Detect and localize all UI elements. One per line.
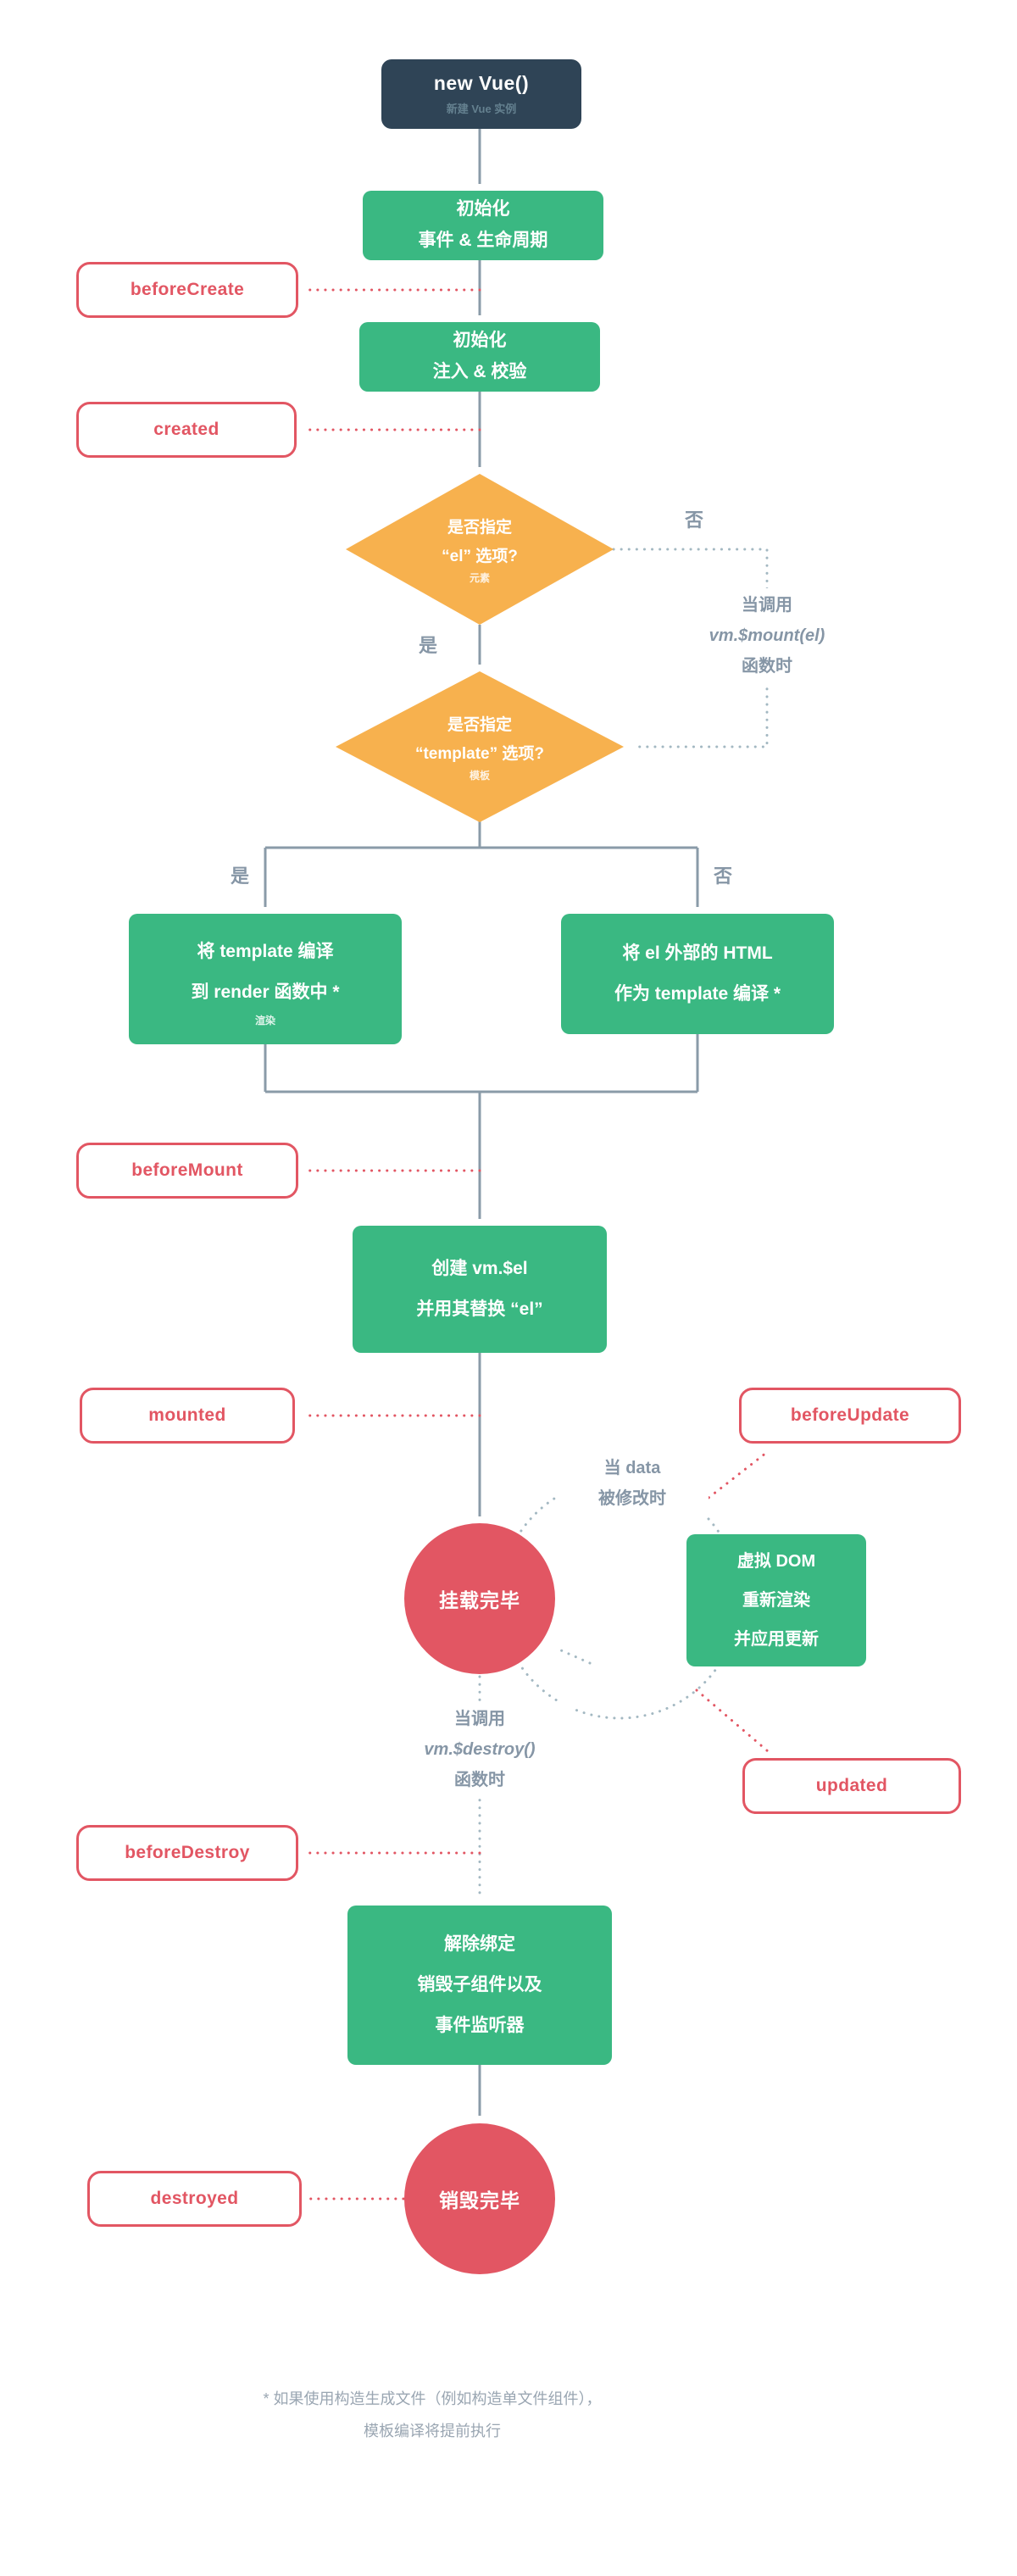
new-vue-title: new Vue() — [433, 72, 530, 94]
compile-template-line2: 到 render 函数中 * — [191, 982, 340, 1002]
template-decision-note: 模板 — [469, 770, 490, 782]
data-change-note: 当 data 被修改时 — [556, 1451, 709, 1516]
destroy-call-line1: 当调用 — [454, 1710, 505, 1728]
teardown-line2: 销毁子组件以及 — [417, 1974, 542, 1995]
destroyed-state-circle: 销毁完毕 — [404, 2123, 555, 2274]
el-decision-diamond: 是否指定 “el” 选项? 元素 — [346, 474, 614, 625]
hook-before-update-label: beforeUpdate — [790, 1405, 910, 1425]
teardown-line1: 解除绑定 — [444, 1933, 515, 1954]
virtual-dom-line2: 重新渲染 — [742, 1591, 810, 1610]
mount-call-line1: 当调用 — [742, 596, 792, 615]
new-vue-node: new Vue() 新建 Vue 实例 — [381, 59, 581, 129]
virtual-dom-node: 虚拟 DOM 重新渲染 并应用更新 — [686, 1534, 866, 1666]
solid-flow-connectors — [264, 129, 699, 2116]
init-injections-node: 初始化 注入 & 校验 — [359, 322, 600, 392]
teardown-node: 解除绑定 销毁子组件以及 事件监听器 — [347, 1906, 612, 2065]
mounted-state-circle: 挂载完毕 — [404, 1523, 555, 1674]
hook-before-destroy: beforeDestroy — [76, 1825, 298, 1881]
teardown-line3: 事件监听器 — [435, 2016, 525, 2036]
hook-updated-label: updated — [815, 1776, 888, 1795]
init-injections-line2: 注入 & 校验 — [432, 362, 527, 381]
mount-call-line2: vm.$mount(el) — [709, 626, 825, 645]
template-decision-line2: “template” 选项? — [414, 745, 545, 764]
destroy-call-line2: vm.$destroy() — [424, 1740, 536, 1759]
hook-updated: updated — [742, 1758, 961, 1814]
hook-created: created — [76, 402, 297, 458]
virtual-dom-line3: 并应用更新 — [734, 1630, 819, 1649]
el-decision-line1: 是否指定 — [447, 519, 512, 537]
data-change-line1: 当 data — [603, 1459, 661, 1477]
hook-before-mount-label: beforeMount — [131, 1160, 243, 1180]
compile-template-line1: 将 template 编译 — [197, 941, 334, 961]
compile-outer-html-line2: 作为 template 编译 * — [614, 984, 781, 1004]
hook-before-mount: beforeMount — [76, 1143, 298, 1199]
hook-before-destroy-label: beforeDestroy — [125, 1843, 250, 1862]
mounted-state-label: 挂载完毕 — [439, 1589, 520, 1611]
create-vm-el-node: 创建 vm.$el 并用其替换 “el” — [353, 1226, 607, 1353]
label-el-yes: 是 — [418, 635, 437, 656]
hook-mounted: mounted — [80, 1388, 295, 1444]
footnote-line2: 模板编译将提前执行 — [364, 2422, 501, 2440]
mount-call-note: 当调用 vm.$mount(el) 函数时 — [670, 588, 864, 683]
hook-before-update: beforeUpdate — [739, 1388, 961, 1444]
destroy-call-note: 当调用 vm.$destroy() 函数时 — [386, 1702, 573, 1797]
compile-template-node: 将 template 编译 到 render 函数中 * 渲染 — [129, 914, 402, 1044]
data-change-line2: 被修改时 — [598, 1489, 666, 1508]
label-el-no: 否 — [684, 509, 703, 531]
create-vm-el-line1: 创建 vm.$el — [431, 1258, 528, 1278]
compile-template-note: 渲染 — [254, 1015, 275, 1027]
footnote: * 如果使用构造生成文件（例如构造单文件组件）， 模板编译将提前执行 — [93, 2384, 771, 2448]
new-vue-subtitle: 新建 Vue 实例 — [446, 103, 517, 115]
virtual-dom-line1: 虚拟 DOM — [736, 1552, 816, 1571]
hook-created-label: created — [153, 420, 220, 439]
hook-before-create-label: beforeCreate — [130, 280, 245, 299]
el-decision-note: 元素 — [469, 572, 490, 585]
footnote-line1: * 如果使用构造生成文件（例如构造单文件组件）， — [263, 2390, 602, 2407]
init-events-line1: 初始化 — [456, 199, 510, 220]
hook-mounted-label: mounted — [148, 1405, 226, 1425]
el-decision-line2: “el” 选项? — [442, 548, 518, 566]
hook-before-create: beforeCreate — [76, 262, 298, 318]
destroy-call-line3: 函数时 — [454, 1771, 505, 1789]
template-decision-line1: 是否指定 — [447, 716, 512, 735]
label-template-no: 否 — [713, 865, 732, 887]
compile-outer-html-line1: 将 el 外部的 HTML — [622, 943, 773, 963]
template-decision-diamond: 是否指定 “template” 选项? 模板 — [336, 671, 624, 822]
create-vm-el-line2: 并用其替换 “el” — [416, 1299, 543, 1319]
destroyed-state-label: 销毁完毕 — [439, 2189, 520, 2212]
mount-call-line3: 函数时 — [742, 657, 792, 676]
hook-destroyed-label: destroyed — [150, 2189, 239, 2208]
compile-outer-html-node: 将 el 外部的 HTML 作为 template 编译 * — [561, 914, 834, 1034]
hook-destroyed: destroyed — [87, 2171, 302, 2227]
init-events-node: 初始化 事件 & 生命周期 — [363, 191, 603, 260]
init-events-line2: 事件 & 生命周期 — [418, 231, 548, 250]
init-injections-line1: 初始化 — [453, 331, 507, 351]
label-template-yes: 是 — [230, 865, 249, 887]
